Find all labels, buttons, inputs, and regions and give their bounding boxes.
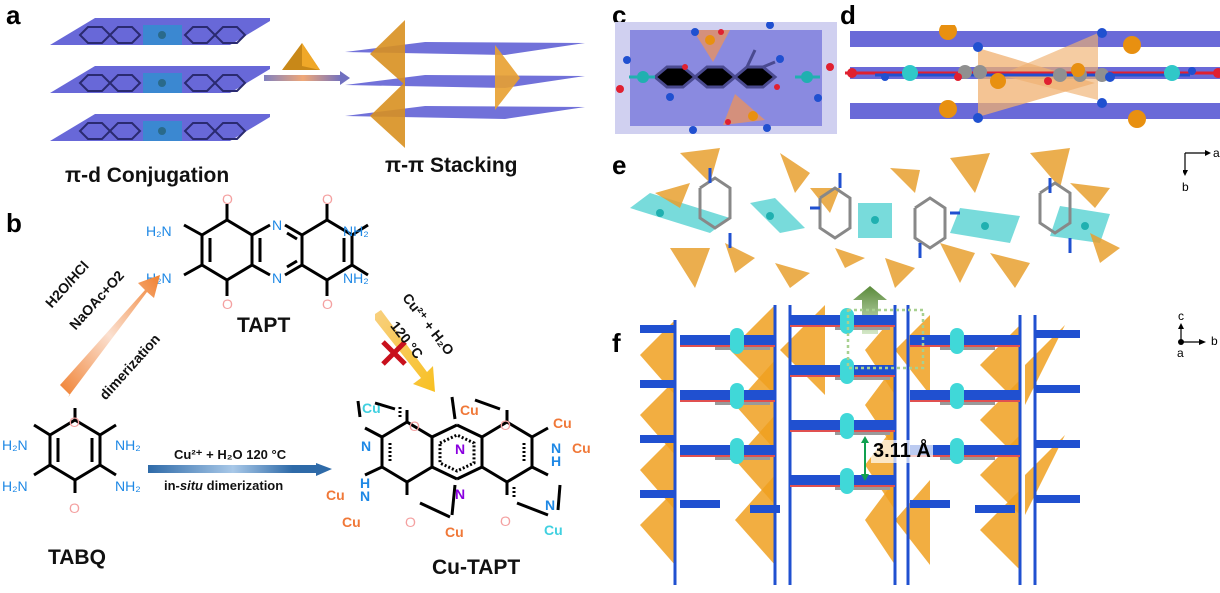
atom-oxygen: O (69, 500, 80, 516)
single-layer-crystal-view (615, 22, 837, 134)
blocked-route-arrow (375, 310, 435, 392)
atom-amine: NH₂ (343, 270, 369, 286)
axis-indicator-cb (1176, 322, 1208, 355)
atom-copper: Cu (445, 524, 464, 540)
route3-italic: situ (179, 478, 204, 493)
tapt-label: TAPT (237, 314, 291, 337)
tapt-structure (183, 204, 369, 296)
caption-pi-d-conjugation: π-d Conjugation (65, 164, 230, 187)
framework-view-bc-plane (640, 305, 1080, 585)
atom-oxygen: O (500, 513, 511, 529)
axis-label-b: b (1211, 334, 1218, 348)
distance-arrow (861, 436, 869, 481)
atom-copper: Cu (326, 487, 345, 503)
highlight-box (846, 308, 925, 370)
blocked-x-icon (381, 340, 407, 366)
atom-copper: Cu (553, 415, 572, 431)
axis-arrows-icon (1182, 150, 1211, 176)
tetrahedron-addition-arrow (264, 43, 350, 85)
atom-amine: NH₂ (115, 437, 141, 453)
cu-tapt-structure (356, 396, 562, 519)
copper-cylinders (730, 308, 964, 494)
atom-oxygen: O (500, 417, 511, 433)
interlayer-distance-label: 3.11 Å (871, 440, 933, 463)
route3-prefix: in- (164, 478, 180, 493)
panel-label-f: f (612, 328, 621, 358)
atom-h: H (360, 475, 371, 491)
cu-tapt-label: Cu-TAPT (432, 556, 521, 579)
atom-n: N (360, 488, 371, 504)
atom-amine: NH₂ (115, 478, 141, 494)
atom-oxygen: O (222, 191, 233, 207)
axis-arrows-icon (1178, 323, 1206, 345)
pi-d-conjugation-stack (50, 18, 270, 141)
atom-amine: H₂N (2, 478, 28, 494)
route3-suffix: dimerization (203, 478, 284, 493)
atom-oxygen: O (405, 514, 416, 530)
atom-amine: NH₂ (343, 223, 369, 239)
axis-indicator-ab (1182, 150, 1213, 185)
atom-nitrogen-bridging: N (455, 441, 466, 457)
atom-oxygen: O (409, 418, 420, 434)
atom-nitrogen: N (361, 438, 372, 454)
atom-oxygen: O (222, 296, 233, 312)
panel-label-e: e (612, 150, 627, 180)
dimerization-arrow (60, 275, 160, 397)
pi-pi-stacking-diagram (345, 20, 585, 148)
atom-oxygen: O (69, 414, 80, 430)
panel-label-a: a (6, 0, 21, 30)
atom-copper: Cu (544, 522, 563, 538)
conjugated-layer (50, 18, 270, 45)
atom-copper: Cu (362, 400, 381, 416)
side-view-stacking (845, 25, 1220, 128)
axis-label-a: a (1177, 346, 1184, 360)
atom-copper: Cu (342, 514, 361, 530)
tabq-label: TABQ (48, 546, 106, 569)
atom-nitrogen: N (272, 270, 283, 286)
atom-amine: H₂N (2, 437, 28, 453)
route3-condition-top: Cu²⁺ + H₂O 120 °C (174, 447, 287, 462)
atom-nitrogen: N (545, 497, 556, 513)
route3-condition-bottom: in-situ dimerization (164, 478, 283, 493)
zoom-up-arrow (853, 286, 887, 334)
atom-nitrogen: N (272, 217, 283, 233)
atom-h: H (551, 453, 562, 469)
axis-label-c: c (1178, 309, 1184, 323)
atom-amine: H₂N (146, 223, 172, 239)
insitu-arrow (148, 463, 332, 476)
atom-copper: Cu (460, 402, 479, 418)
copper-atoms (656, 209, 1089, 230)
atom-nitrogen-bridging: N (455, 486, 466, 502)
atom-oxygen: O (322, 191, 333, 207)
panel-label-b: b (6, 208, 22, 238)
atom-copper: Cu (572, 440, 591, 456)
conjugated-layer (50, 66, 270, 93)
atom-n: N (551, 440, 562, 456)
panel-label-d: d (840, 0, 856, 30)
caption-pi-pi-stacking: π-π Stacking (385, 154, 518, 177)
tabq-structure (33, 408, 117, 493)
panel-label-c: c (612, 0, 627, 30)
axis-label-a: a (1213, 146, 1220, 160)
tetrahedra-column (640, 320, 677, 585)
organic-backbones (698, 176, 1072, 250)
conjugated-layer (50, 114, 270, 141)
axis-label-b: b (1182, 180, 1189, 194)
framework-view-ab-plane (630, 148, 1120, 288)
atom-oxygen: O (322, 296, 333, 312)
nitrogen-bonds (708, 168, 1072, 258)
copper-tetrahedra (655, 148, 1120, 288)
